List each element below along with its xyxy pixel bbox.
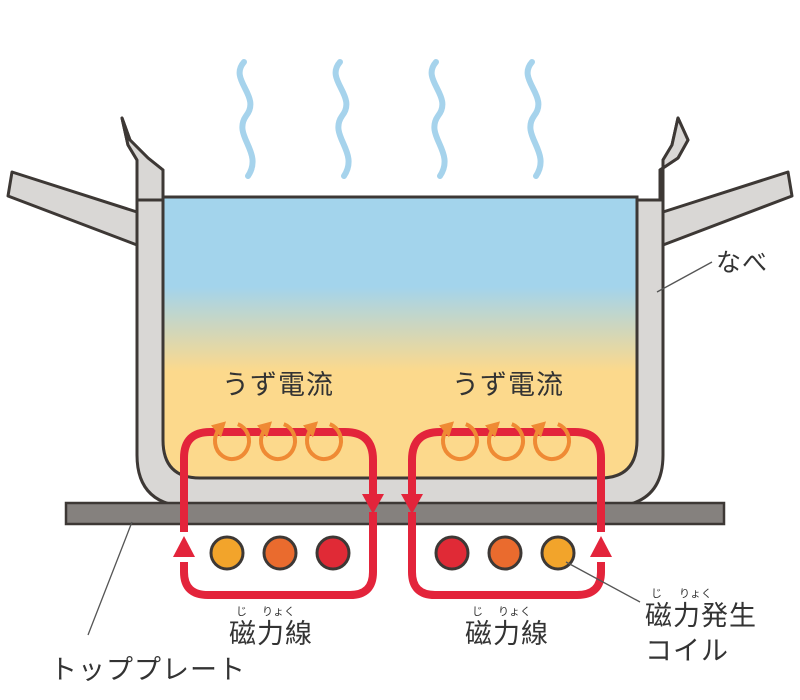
steam-wave-icon: [332, 59, 352, 179]
coil-icon: [209, 535, 245, 571]
circular-arrow-icon: [441, 422, 479, 461]
arrowhead-icon: [485, 421, 500, 438]
top-plate-label: トッププレート: [50, 655, 246, 686]
coil-leader-line: [565, 561, 641, 603]
arrow-down-icon: [401, 494, 423, 514]
coil-label-line1: 磁力発生: [645, 601, 757, 632]
circular-arrow-icon: [259, 422, 297, 461]
eddy-currents: [211, 421, 571, 461]
coil-label-line2: コイル: [645, 636, 729, 667]
circular-arrow-icon: [487, 422, 525, 461]
magnetic-line-ruby-left-1: じ: [236, 605, 247, 618]
coil-icon: [540, 535, 576, 571]
magnetic-line-ruby-left-2: りょく: [262, 605, 295, 618]
plate-leader-line: [87, 521, 133, 636]
circular-arrow-icon: [213, 422, 251, 461]
steam-wave-icon: [236, 59, 256, 179]
pot-handle-right: [661, 170, 794, 247]
magnetic-line-label-right: 磁力線: [465, 619, 549, 650]
coil-ruby-2: りょく: [679, 587, 712, 600]
eddy-current-label-right: うず電流: [452, 370, 564, 401]
steam: [236, 59, 544, 179]
pot-leader-line: [656, 261, 713, 293]
circular-arrow-icon: [305, 422, 343, 461]
coil-icon: [262, 535, 298, 571]
pot-rim-left: [120, 116, 165, 202]
coils: [209, 535, 576, 571]
coil-icon: [434, 535, 470, 571]
eddy-current-label-left: うず電流: [222, 370, 334, 401]
coil-ruby-1: じ: [651, 587, 662, 600]
arrow-down-icon: [362, 494, 384, 514]
magnetic-field-left: [173, 428, 384, 599]
arrowhead-icon: [211, 421, 226, 438]
steam-wave-icon: [428, 59, 448, 179]
magnetic-line-ruby-right-2: りょく: [498, 605, 531, 618]
arrowhead-icon: [531, 421, 546, 438]
circular-arrow-icon: [533, 422, 571, 461]
coil-icon: [315, 535, 351, 571]
coil-icon: [487, 535, 523, 571]
pot-handle-left: [6, 170, 139, 247]
pot-rim-right: [658, 116, 690, 202]
loop-arrow-icon: [180, 428, 377, 532]
arrowhead-icon: [303, 421, 318, 438]
magnetic-line-ruby-right-1: じ: [472, 605, 483, 618]
magnetic-field-right: [401, 428, 612, 599]
loop-arrow-icon: [180, 512, 377, 599]
pot-label: なべ: [716, 248, 769, 277]
arrowhead-icon: [439, 421, 454, 438]
magnetic-line-label-left: 磁力線: [229, 619, 313, 650]
leader-lines: [87, 261, 713, 636]
top-plate: [64, 501, 726, 526]
arrowhead-icon: [257, 421, 272, 438]
arrow-up-icon: [173, 536, 195, 557]
steam-wave-icon: [524, 59, 544, 179]
loop-arrow-icon: [408, 512, 605, 599]
loop-arrow-icon: [408, 428, 605, 532]
arrow-up-icon: [590, 536, 612, 557]
